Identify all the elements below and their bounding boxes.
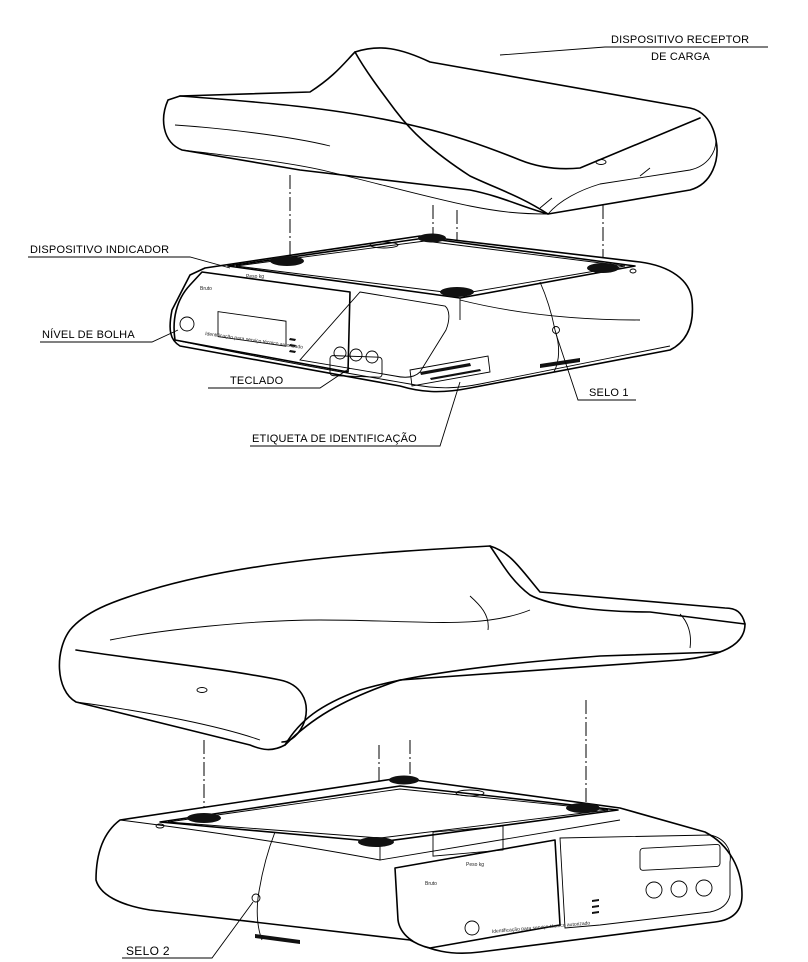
label-indicador: DISPOSITIVO INDICADOR <box>30 244 169 256</box>
foot-b1 <box>187 813 221 823</box>
display-window <box>217 311 287 347</box>
top-scale-base: Peso kg Bruto Identificação para serviço… <box>169 233 694 393</box>
foot-b2 <box>389 775 419 785</box>
top-callouts: DISPOSITIVO RECEPTOR DE CARGA DISPOSITIV… <box>28 34 768 447</box>
keypad <box>329 346 383 378</box>
label-nivel: NÍVEL DE BOLHA <box>42 328 135 341</box>
seal-2-marker <box>251 893 261 903</box>
rear-indicator-panel <box>394 839 561 949</box>
identification-label <box>409 355 491 387</box>
bottom-scale-base: Peso kg Bruto Identificação para serviço… <box>95 775 743 955</box>
label-receptor-line1: DISPOSITIVO RECEPTOR <box>611 34 749 46</box>
label-selo2: SELO 2 <box>126 944 170 958</box>
bottom-view: Peso kg Bruto Identificação para serviço… <box>58 545 746 959</box>
foot-1 <box>270 256 304 266</box>
bottom-callouts: SELO 2 <box>122 901 254 959</box>
foot-4 <box>587 263 619 273</box>
seal-1-marker <box>552 326 560 334</box>
svg-text:Bruto: Bruto <box>425 881 437 887</box>
svg-text:Peso kg: Peso kg <box>246 274 264 280</box>
label-receptor-line2: DE CARGA <box>651 51 711 63</box>
foot-b3 <box>358 837 394 847</box>
top-load-receptor-tray <box>162 47 718 215</box>
foot-b4 <box>566 803 600 813</box>
rear-display-window <box>432 825 504 857</box>
foot-2 <box>418 233 446 243</box>
label-teclado: TECLADO <box>230 375 284 387</box>
label-etiqueta: ETIQUETA DE IDENTIFICAÇÃO <box>252 432 417 445</box>
svg-text:Bruto: Bruto <box>200 286 212 292</box>
foot-3 <box>440 287 474 297</box>
rear-keypad <box>639 843 721 899</box>
svg-text:Peso kg: Peso kg <box>466 862 484 868</box>
top-view: Peso kg Bruto Identificação para serviço… <box>28 34 768 447</box>
indicator-panel <box>173 271 351 373</box>
bottom-load-receptor-tray <box>58 545 746 751</box>
label-selo1: SELO 1 <box>589 387 629 399</box>
bubble-level <box>179 316 195 332</box>
rear-bubble-level <box>464 920 480 936</box>
